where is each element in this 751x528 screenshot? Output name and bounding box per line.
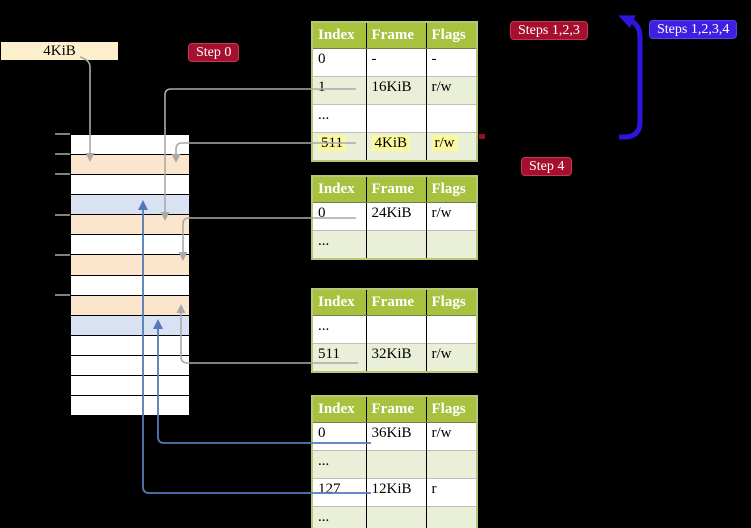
table-cell	[425, 315, 477, 344]
memory-frame-row-1	[71, 154, 189, 175]
column-header-index: Index	[312, 176, 366, 203]
table-row: ...	[312, 315, 477, 344]
table-cell: r/w	[425, 76, 477, 105]
table-cell	[365, 230, 426, 259]
table-row: ...	[312, 450, 477, 479]
memory-frame-row-11	[71, 354, 189, 375]
table-cell: ...	[312, 230, 366, 259]
column-header-index: Index	[312, 22, 366, 49]
arrow-bottom-to-top-table	[618, 15, 643, 140]
table-cell: r/w	[425, 343, 477, 372]
table-cell: 127	[312, 478, 366, 507]
column-header-index: Index	[312, 289, 366, 316]
table-row: ...	[312, 230, 477, 259]
table-cell: r/w	[425, 132, 477, 161]
table-cell: 1	[312, 76, 366, 105]
table-cell: 0	[312, 422, 366, 451]
badge-step-0: Step 0	[188, 43, 240, 62]
memory-frame-row-9	[71, 314, 189, 335]
physical-memory-column	[70, 134, 190, 416]
table-cell: 36KiB	[365, 422, 426, 451]
table-cell	[365, 104, 426, 133]
memory-frame-row-13	[71, 395, 189, 416]
table-cell: ...	[312, 506, 366, 528]
column-header-frame: Frame	[365, 289, 426, 316]
memory-frame-row-12	[71, 374, 189, 396]
table-cell: ...	[312, 450, 366, 479]
highlighted-value: 511	[318, 135, 346, 151]
memory-tick	[55, 133, 70, 135]
frame-size-label: 4KiB	[1, 42, 118, 60]
column-header-flags: Flags	[425, 22, 477, 49]
column-header-frame: Frame	[365, 22, 426, 49]
table-cell: 32KiB	[365, 343, 426, 372]
table-cell: r/w	[425, 202, 477, 231]
badge-steps-1-2-3-4: Steps 1,2,3,4	[649, 20, 738, 39]
memory-frame-row-10	[71, 334, 189, 355]
table-cell: 24KiB	[365, 202, 426, 231]
table-cell: 511	[312, 343, 366, 372]
table-cell: r	[425, 478, 477, 507]
memory-tick	[55, 254, 70, 256]
memory-frame-row-3	[71, 194, 189, 215]
badge-steps-1-2-3: Steps 1,2,3	[510, 21, 588, 40]
table-cell	[365, 450, 426, 479]
memory-frame-row-7	[71, 274, 189, 295]
table-cell	[425, 104, 477, 133]
table-cell: 12KiB	[365, 478, 426, 507]
memory-frame-row-2	[71, 174, 189, 195]
column-header-frame: Frame	[365, 396, 426, 423]
column-header-flags: Flags	[425, 396, 477, 423]
table-row: 0--	[312, 48, 477, 77]
table-row: 511 4KiB r/w	[312, 132, 477, 161]
table-cell: 511	[312, 132, 366, 161]
table-cell: ...	[312, 315, 366, 344]
table-cell: ...	[312, 104, 366, 133]
column-header-frame: Frame	[365, 176, 426, 203]
table-cell	[425, 450, 477, 479]
table-cell	[365, 506, 426, 528]
memory-tick	[55, 214, 70, 216]
table-cell: 0	[312, 48, 366, 77]
memory-frame-row-6	[71, 254, 189, 275]
memory-frame-row-4	[71, 214, 189, 235]
column-header-flags: Flags	[425, 176, 477, 203]
highlighted-value: 4KiB	[371, 135, 411, 151]
table-cell	[425, 506, 477, 528]
table-cell: 4KiB	[365, 132, 426, 161]
table-cell: 16KiB	[365, 76, 426, 105]
red-dash-mark	[479, 134, 485, 139]
memory-tick	[55, 153, 70, 155]
highlighted-value: r/w	[431, 135, 458, 151]
memory-frame-row-8	[71, 294, 189, 315]
badge-step-4: Step 4	[521, 157, 573, 176]
table-cell: -	[425, 48, 477, 77]
column-header-flags: Flags	[425, 289, 477, 316]
table-cell	[365, 315, 426, 344]
memory-tick	[55, 294, 70, 296]
memory-tick	[55, 173, 70, 175]
table-cell: 0	[312, 202, 366, 231]
table-row: ...	[312, 506, 477, 528]
table-cell	[425, 230, 477, 259]
memory-frame-row-0	[71, 135, 189, 155]
table-row: ...	[312, 104, 477, 133]
table-cell: -	[365, 48, 426, 77]
memory-frame-row-5	[71, 234, 189, 255]
column-header-index: Index	[312, 396, 366, 423]
table-cell: r/w	[425, 422, 477, 451]
